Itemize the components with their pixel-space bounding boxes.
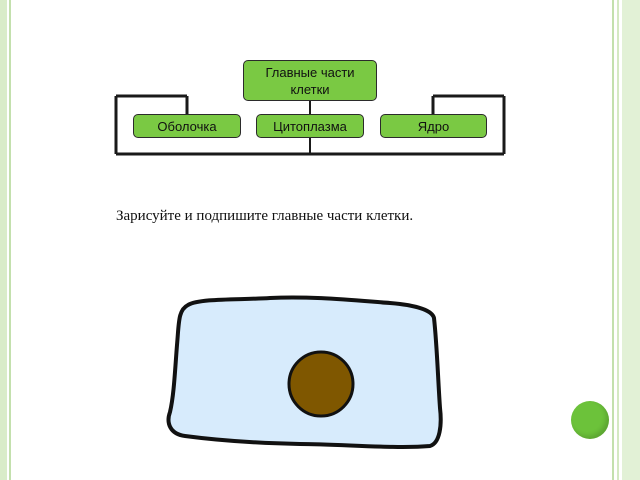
instruction-text: Зарисуйте и подпишите главные части клет…: [116, 208, 414, 224]
node-cytoplasm: Цитоплазма: [256, 114, 364, 138]
next-slide-button[interactable]: [571, 401, 609, 439]
node-membrane: Оболочка: [133, 114, 241, 138]
node-nucleus: Ядро: [380, 114, 487, 138]
left-decor-stripe: [0, 0, 7, 480]
right-decor-line: [612, 0, 614, 480]
right-decor-line-2: [617, 0, 619, 480]
left-decor-line: [9, 0, 11, 480]
right-decor-stripe: [622, 0, 640, 480]
node-main-parts: Главные части клетки: [243, 60, 377, 101]
nucleus-drawing: [287, 350, 355, 418]
